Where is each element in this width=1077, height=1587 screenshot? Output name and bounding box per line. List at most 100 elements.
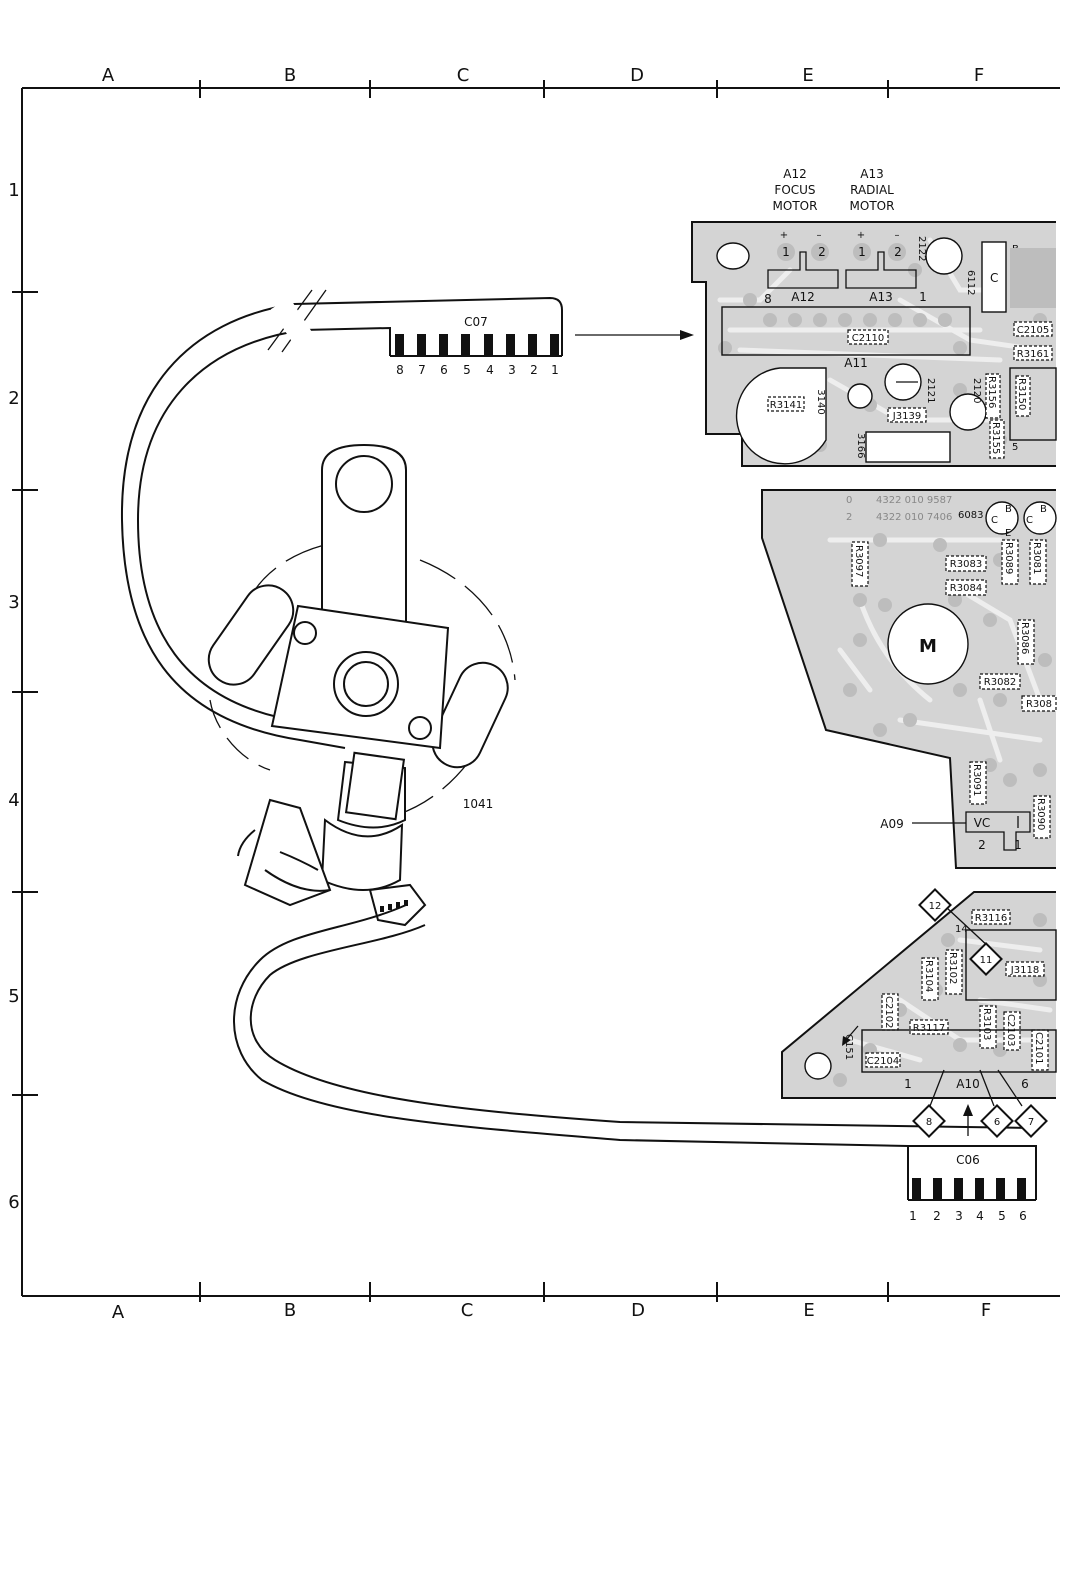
- label-a09: A09: [880, 817, 903, 831]
- c3140: 3140: [815, 389, 826, 414]
- pin-label: 6: [1019, 1209, 1027, 1223]
- arrow-icon: [963, 1104, 973, 1116]
- c2121: 2121: [925, 378, 936, 403]
- part-number-2-rev: 2: [846, 512, 852, 523]
- pcb-board-top: + – + – 1 2 1 2 A12 A13 8 1 C2110 A11 R3…: [691, 221, 1057, 467]
- label-a10: A10: [956, 1077, 979, 1091]
- label-a11: A11: [844, 356, 867, 370]
- a10-pin6: 6: [1021, 1077, 1029, 1091]
- row-label: 4: [8, 790, 19, 811]
- r3082: R3082: [984, 677, 1016, 688]
- motor-a13-line2: MOTOR: [850, 199, 895, 213]
- r3091: R3091: [971, 764, 982, 796]
- pcb-board-bottom: R3116 14 R3102 R3104 J3118 C2102 R3117 R…: [781, 888, 1057, 1138]
- row-label: 2: [8, 388, 19, 409]
- r3104: R3104: [923, 960, 934, 992]
- r3117: R3117: [913, 1023, 945, 1034]
- col-label: C: [461, 1300, 474, 1321]
- t6083-e: E: [1005, 528, 1011, 539]
- pin-label: 1: [909, 1209, 917, 1223]
- r3116: R3116: [975, 913, 1007, 924]
- col-label: B: [284, 65, 296, 86]
- t6083-c: C: [991, 515, 998, 526]
- pin-1: 1: [919, 290, 927, 304]
- row-label: 1: [8, 180, 19, 201]
- a13-plus: +: [857, 230, 865, 241]
- a12-pin2: 2: [818, 245, 826, 259]
- pin-label: 1: [551, 363, 559, 377]
- r3083: R3083: [950, 559, 982, 570]
- pin-14: 14: [955, 924, 968, 935]
- col-label: D: [631, 1300, 645, 1321]
- vc-pin1: 1: [1014, 838, 1022, 852]
- pin-label: 5: [998, 1209, 1006, 1223]
- j3139: J3139: [892, 411, 921, 422]
- label-vc: VC: [974, 816, 991, 830]
- motor-a12-line1: FOCUS: [774, 183, 815, 197]
- r3089: R3089: [1003, 542, 1014, 574]
- part-number-1-rev: 0: [846, 495, 852, 506]
- r3156: R3156: [986, 376, 997, 408]
- pin-label: 7: [418, 363, 426, 377]
- column-labels-bottom: A B C D E F: [112, 1300, 991, 1323]
- t2-c: C: [1026, 515, 1033, 526]
- pin-label: 8: [396, 363, 404, 377]
- r3087: R308: [1026, 699, 1052, 710]
- col-label: E: [803, 1300, 814, 1321]
- connector-label-c06: C06: [956, 1153, 980, 1167]
- pin-label: 3: [508, 363, 516, 377]
- t6083: 6083: [958, 510, 983, 521]
- swing-arm-mechanism: 1041: [207, 443, 516, 927]
- a13-minus: –: [895, 230, 900, 241]
- col-label: C: [457, 65, 470, 86]
- pin-5: 5: [1012, 442, 1018, 453]
- motor-a12-line2: MOTOR: [773, 199, 818, 213]
- motor-labels: A12 FOCUS MOTOR A13 RADIAL MOTOR: [773, 167, 895, 213]
- mechanism-label: 1041: [463, 797, 494, 811]
- r3086: R3086: [1019, 622, 1030, 654]
- pin-label: 4: [976, 1209, 984, 1223]
- col-label: F: [974, 65, 984, 86]
- test-point-12: 12: [929, 901, 942, 912]
- t6112: 6112: [965, 270, 976, 295]
- motor-a13-line1: RADIAL: [850, 183, 894, 197]
- r3161: R3161: [1017, 349, 1049, 360]
- pcb-board-middle: 4322 010 9587 0 4322 010 7406 2 6083 B C…: [761, 489, 1057, 869]
- label-a12: A12: [791, 290, 814, 304]
- pin-label: 3: [955, 1209, 963, 1223]
- r3155: R3155: [990, 422, 1001, 454]
- c2110: C2110: [852, 333, 884, 344]
- r3103: R3103: [981, 1008, 992, 1040]
- c3166: 3166: [855, 433, 866, 458]
- a13-pin2: 2: [894, 245, 902, 259]
- arrow-icon: [680, 330, 694, 340]
- c2122: 2122: [916, 236, 927, 261]
- test-point-7: 7: [1028, 1117, 1034, 1128]
- pin-8: 8: [764, 292, 772, 306]
- pin-label: 4: [486, 363, 494, 377]
- r3084: R3084: [950, 583, 982, 594]
- a10-pin1: 1: [904, 1077, 912, 1091]
- row-label: 5: [8, 986, 19, 1007]
- col-label: B: [284, 1300, 296, 1321]
- c2120: 2120: [971, 378, 982, 403]
- c2101: C2101: [1033, 1032, 1044, 1064]
- row-label: 6: [8, 1192, 19, 1213]
- c2105: C2105: [1017, 325, 1049, 336]
- r3090: R3090: [1035, 798, 1046, 830]
- label-a13: A13: [869, 290, 892, 304]
- t6112-c: C: [990, 271, 998, 285]
- a12-plus: +: [780, 230, 788, 241]
- a13-pin1: 1: [858, 245, 866, 259]
- r3141: R3141: [770, 400, 802, 411]
- pin-label: 2: [530, 363, 538, 377]
- r3081: R3081: [1031, 542, 1042, 574]
- a12-pin1: 1: [782, 245, 790, 259]
- test-point-8: 8: [926, 1117, 932, 1128]
- a12-minus: –: [817, 230, 822, 241]
- motor-m: M: [919, 636, 937, 657]
- col-label: F: [981, 1300, 991, 1321]
- r3150: R3150: [1016, 378, 1027, 410]
- col-label: A: [102, 65, 115, 86]
